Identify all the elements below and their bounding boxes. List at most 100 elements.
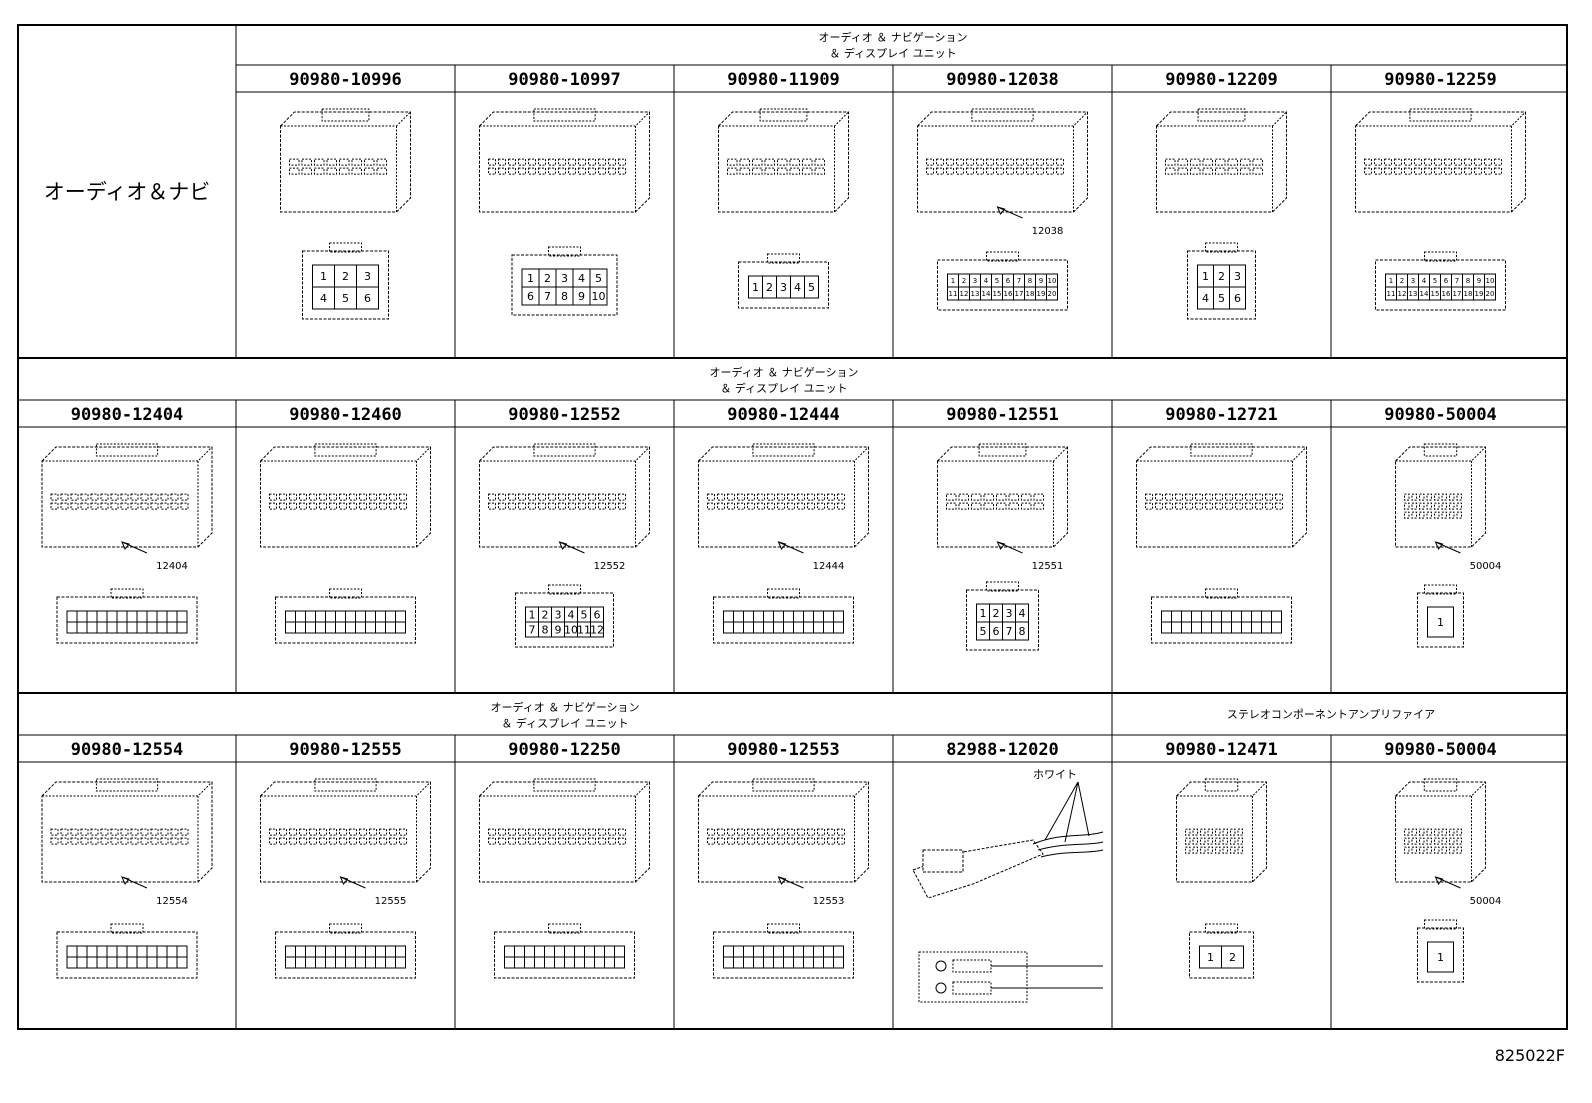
pin-label: 7 — [1017, 277, 1021, 285]
pin-hole — [389, 493, 397, 501]
pin-hole — [301, 167, 312, 175]
pin-hole — [1177, 158, 1188, 166]
pin-hole — [130, 837, 139, 845]
pin-hole — [279, 502, 287, 510]
pin-hole — [170, 837, 179, 845]
pin-hole — [508, 837, 516, 845]
pin-cell — [589, 286, 608, 306]
latch — [1205, 242, 1238, 253]
pin-hole — [1434, 493, 1440, 501]
pin-hole — [807, 837, 815, 845]
pin-hole — [558, 493, 566, 501]
pin-hole — [538, 493, 546, 501]
pin-hole — [1449, 502, 1455, 510]
wire — [991, 965, 1103, 989]
pin-hole — [578, 167, 586, 175]
callout-line — [997, 206, 1023, 219]
pin-hole — [314, 158, 325, 166]
connector-iso-drawing — [937, 443, 1068, 548]
pin-label: 2 — [962, 277, 966, 285]
wire-pointer — [1044, 781, 1090, 843]
pin-hole — [1165, 502, 1173, 510]
pin-label: 4 — [794, 281, 801, 294]
pin-hole — [787, 837, 795, 845]
pin-hole — [1237, 846, 1243, 854]
pin-label: 5 — [980, 625, 987, 638]
pin-hole — [548, 167, 556, 175]
pin-hole — [369, 493, 377, 501]
pin-hole — [608, 502, 616, 510]
pin-hole — [1252, 167, 1263, 175]
connector-iso-drawing — [1156, 108, 1287, 213]
pin-hole — [349, 502, 357, 510]
part-number: 90980-12209 — [1165, 70, 1278, 90]
pin-hole — [528, 502, 536, 510]
connector-latch — [1423, 778, 1458, 792]
callout-label: 50004 — [1470, 561, 1502, 572]
pin-hole — [70, 493, 79, 501]
pin-hole — [1227, 167, 1238, 175]
left-label: オーディオ＆ナビ — [44, 180, 211, 204]
pin-hole — [1404, 511, 1410, 519]
pin-hole — [279, 493, 287, 501]
pin-hole — [807, 502, 815, 510]
pin-hole — [608, 493, 616, 501]
connector-iso-drawing — [479, 108, 650, 213]
pin-label: 1 — [1202, 270, 1209, 283]
part-number: 90980-10997 — [508, 70, 621, 90]
pin-hole — [289, 837, 297, 845]
pin-hole — [1185, 828, 1191, 836]
pin-hole — [608, 158, 616, 166]
pin-hole — [369, 837, 377, 845]
pin-label: 1 — [951, 277, 955, 285]
pin-hole — [578, 502, 586, 510]
pin-hole — [777, 828, 785, 836]
pin-hole — [1441, 493, 1447, 501]
connector-face-view — [275, 923, 416, 979]
group-header-line2: ＆ ディスプレイ ユニット — [720, 381, 847, 395]
pin-hole — [488, 167, 496, 175]
pin-label: 5 — [342, 292, 349, 305]
pin-hole — [508, 502, 516, 510]
pin-hole — [1394, 167, 1402, 175]
pin-hole — [1235, 493, 1243, 501]
pin-hole — [757, 828, 765, 836]
pin-hole — [498, 502, 506, 510]
connector-edge — [718, 111, 849, 212]
pin-label: 3 — [555, 609, 562, 622]
pin-hole — [1364, 167, 1372, 175]
pin-hole — [1494, 158, 1502, 166]
pin-hole — [1185, 846, 1191, 854]
pin-hole — [578, 158, 586, 166]
pin-hole — [837, 828, 845, 836]
pin-hole — [1207, 828, 1213, 836]
pin-hole — [150, 828, 159, 836]
pin-hole — [1441, 846, 1447, 854]
pin-hole — [309, 493, 317, 501]
pin-hole — [279, 837, 287, 845]
terminal — [935, 960, 947, 972]
pin-hole — [966, 158, 974, 166]
pin-hole — [548, 837, 556, 845]
connector-body — [41, 446, 213, 548]
pin-hole — [150, 493, 159, 501]
pin-hole — [1394, 158, 1402, 166]
pin-hole — [1424, 167, 1432, 175]
connector-latch — [1197, 108, 1246, 122]
pin-hole — [1033, 493, 1044, 501]
part-number: 90980-50004 — [1384, 740, 1497, 760]
pin-label: 9 — [555, 624, 562, 637]
pin-label: 6 — [1234, 292, 1241, 305]
pin-hole — [1419, 511, 1425, 519]
pin-hole — [1434, 167, 1442, 175]
callout-line — [121, 876, 148, 889]
pin-hole — [1494, 167, 1502, 175]
connector-body — [479, 781, 650, 883]
pin-hole — [309, 828, 317, 836]
pin-label: 11 — [949, 290, 958, 298]
pin-label: 5 — [808, 281, 815, 294]
